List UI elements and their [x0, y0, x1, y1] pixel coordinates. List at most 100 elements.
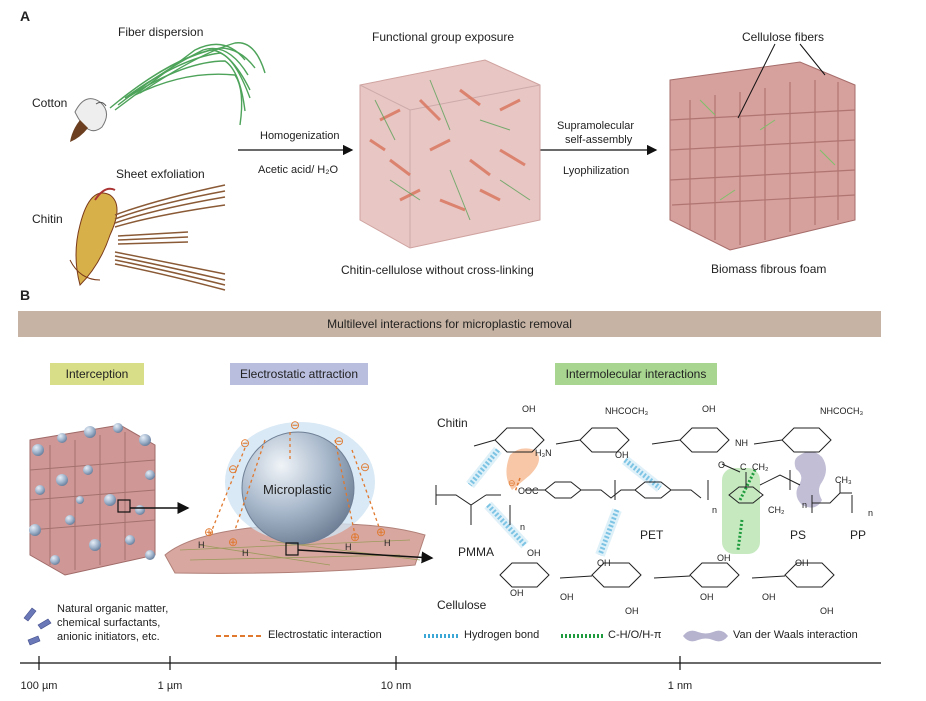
panel-b-label: B [20, 287, 31, 303]
chem-oh-2: OH [702, 404, 716, 414]
charge-minus-3: ⊖ [334, 434, 345, 448]
legend-nom-line2: chemical surfactants, [57, 617, 161, 629]
chem-c: C [740, 462, 747, 472]
charge-minus-2: ⊖ [290, 418, 301, 432]
chem-oh-1: OH [522, 404, 536, 414]
pmma-structure [435, 485, 511, 525]
panel-a-label: A [20, 8, 31, 24]
chem-oh-10: OH [625, 606, 639, 616]
legend-hydrogen: Hydrogen bond [464, 629, 540, 641]
legend-vdw: Van der Waals interaction [733, 629, 858, 641]
scale-tick-1nm: 1 nm [667, 680, 693, 692]
chem-oh-6: OH [717, 553, 731, 563]
sheet-exfoliation-label: Sheet exfoliation [116, 167, 205, 181]
chitin-icon [69, 187, 118, 286]
chem-nhcoch3-1: NHCOCH₃ [605, 406, 649, 416]
chem-n-1: n [520, 522, 526, 532]
chem-ch2-2: CH₂ [768, 505, 785, 515]
pp-structure [811, 483, 853, 513]
fiber-dispersion-icon [109, 42, 266, 126]
chem-h3n: H₃N [535, 448, 552, 458]
chem-nhcoch3-2: NHCOCH₃ [820, 406, 864, 416]
cotton-icon [70, 98, 107, 142]
ps-label: PS [790, 528, 807, 542]
chem-oh-3: OH [615, 450, 629, 460]
chitin-b-label: Chitin [437, 416, 468, 430]
electrostatic-tag: Electrostatic attraction [230, 363, 368, 385]
lyophilization-label: Lyophilization [563, 165, 630, 177]
homogenization-label: Homogenization [260, 130, 340, 142]
chitin-chain [473, 427, 832, 453]
self-assembly-label: self-assembly [565, 134, 633, 146]
charge-minus-1: ⊖ [240, 436, 251, 450]
chem-oh-4: OH [527, 548, 541, 558]
multilevel-banner: Multilevel interactions for microplastic… [18, 311, 881, 337]
chem-h-1: H [198, 540, 205, 550]
chem-n-4: n [868, 508, 874, 518]
chem-h-3: H [345, 542, 352, 552]
fiber-dispersion-label: Fiber dispersion [118, 25, 204, 39]
functional-group-label: Functional group exposure [372, 30, 515, 44]
chem-ooc: OOC [518, 486, 539, 496]
zoom-box-1 [117, 499, 131, 513]
interception-foam [29, 423, 156, 576]
chem-oh-9: OH [560, 592, 574, 602]
pet-structure [525, 480, 709, 500]
electrostatic-scene [164, 422, 426, 574]
chem-ch2-1: CH₂ [752, 462, 769, 472]
legend-nom-line1: Natural organic matter, [57, 603, 169, 615]
chem-oh-12: OH [762, 592, 776, 602]
scale-tick-1um: 1 µm [157, 680, 183, 692]
chem-oh-7: OH [795, 558, 809, 568]
chem-n-3: n [802, 500, 808, 510]
scale-bar-ticks [38, 656, 681, 670]
pp-label: PP [850, 528, 867, 542]
chem-h-2: H [242, 548, 249, 558]
charge-minus-5: ⊖ [360, 460, 371, 474]
chem-n-2: n [712, 505, 718, 515]
chitin-cellulose-cube [359, 59, 541, 249]
zoom-box-2 [285, 542, 299, 556]
pet-label: PET [640, 528, 664, 542]
chem-nh: NH [735, 438, 748, 448]
microplastic-label: Microplastic [263, 482, 332, 497]
chem-h-4: H [384, 538, 391, 548]
ps-structure [721, 463, 801, 504]
cellulose-fibers-pointer-1 [737, 43, 776, 119]
biomass-foam-label: Biomass fibrous foam [711, 262, 827, 276]
charge-plus-1: ⊕ [204, 525, 215, 539]
charge-plus-3: ⊕ [350, 530, 361, 544]
chem-oh-5: OH [597, 558, 611, 568]
cellulose-chain [499, 562, 835, 588]
chem-oh-13: OH [820, 606, 834, 616]
charge-plus-2: ⊕ [228, 535, 239, 549]
cotton-label: Cotton [32, 96, 68, 110]
zoom-arrow-2 [297, 549, 434, 564]
charge-plus-4: ⊕ [376, 525, 387, 539]
pmma-label: PMMA [458, 545, 494, 559]
acetic-acid-label: Acetic acid/ H₂O [258, 164, 339, 176]
supramolecular-label: Supramolecular [557, 120, 635, 132]
chem-o: O [718, 460, 726, 470]
chitin-cellulose-label: Chitin-cellulose without cross-linking [341, 263, 534, 277]
chpi-lines [736, 469, 757, 551]
chem-oh-11: OH [700, 592, 714, 602]
electrostatic-highlight [506, 448, 539, 490]
vdw-blob [794, 451, 826, 508]
cellulose-fibers-pointer-2 [799, 43, 826, 76]
chem-oh-8: OH [510, 588, 524, 598]
chem-ch3: CH₃ [835, 475, 852, 485]
legend-vdw-blob [683, 630, 728, 642]
chpi-highlight [722, 468, 760, 554]
sheet-exfoliation-icon [114, 184, 226, 291]
legend-chpi: C-H/O/H-π [608, 629, 662, 641]
cellulose-b-label: Cellulose [437, 598, 487, 612]
legend-electrostatic: Electrostatic interaction [268, 629, 382, 641]
cellulose-fibers-label: Cellulose fibers [742, 30, 825, 44]
scale-tick-100um: 100 µm [20, 680, 58, 692]
legend-nom-line3: anionic initiators, etc. [57, 631, 160, 643]
chem-minus-ooc: ⊖ [508, 478, 516, 488]
scale-tick-10nm: 10 nm [380, 680, 412, 692]
biomass-foam-cube [669, 61, 856, 251]
